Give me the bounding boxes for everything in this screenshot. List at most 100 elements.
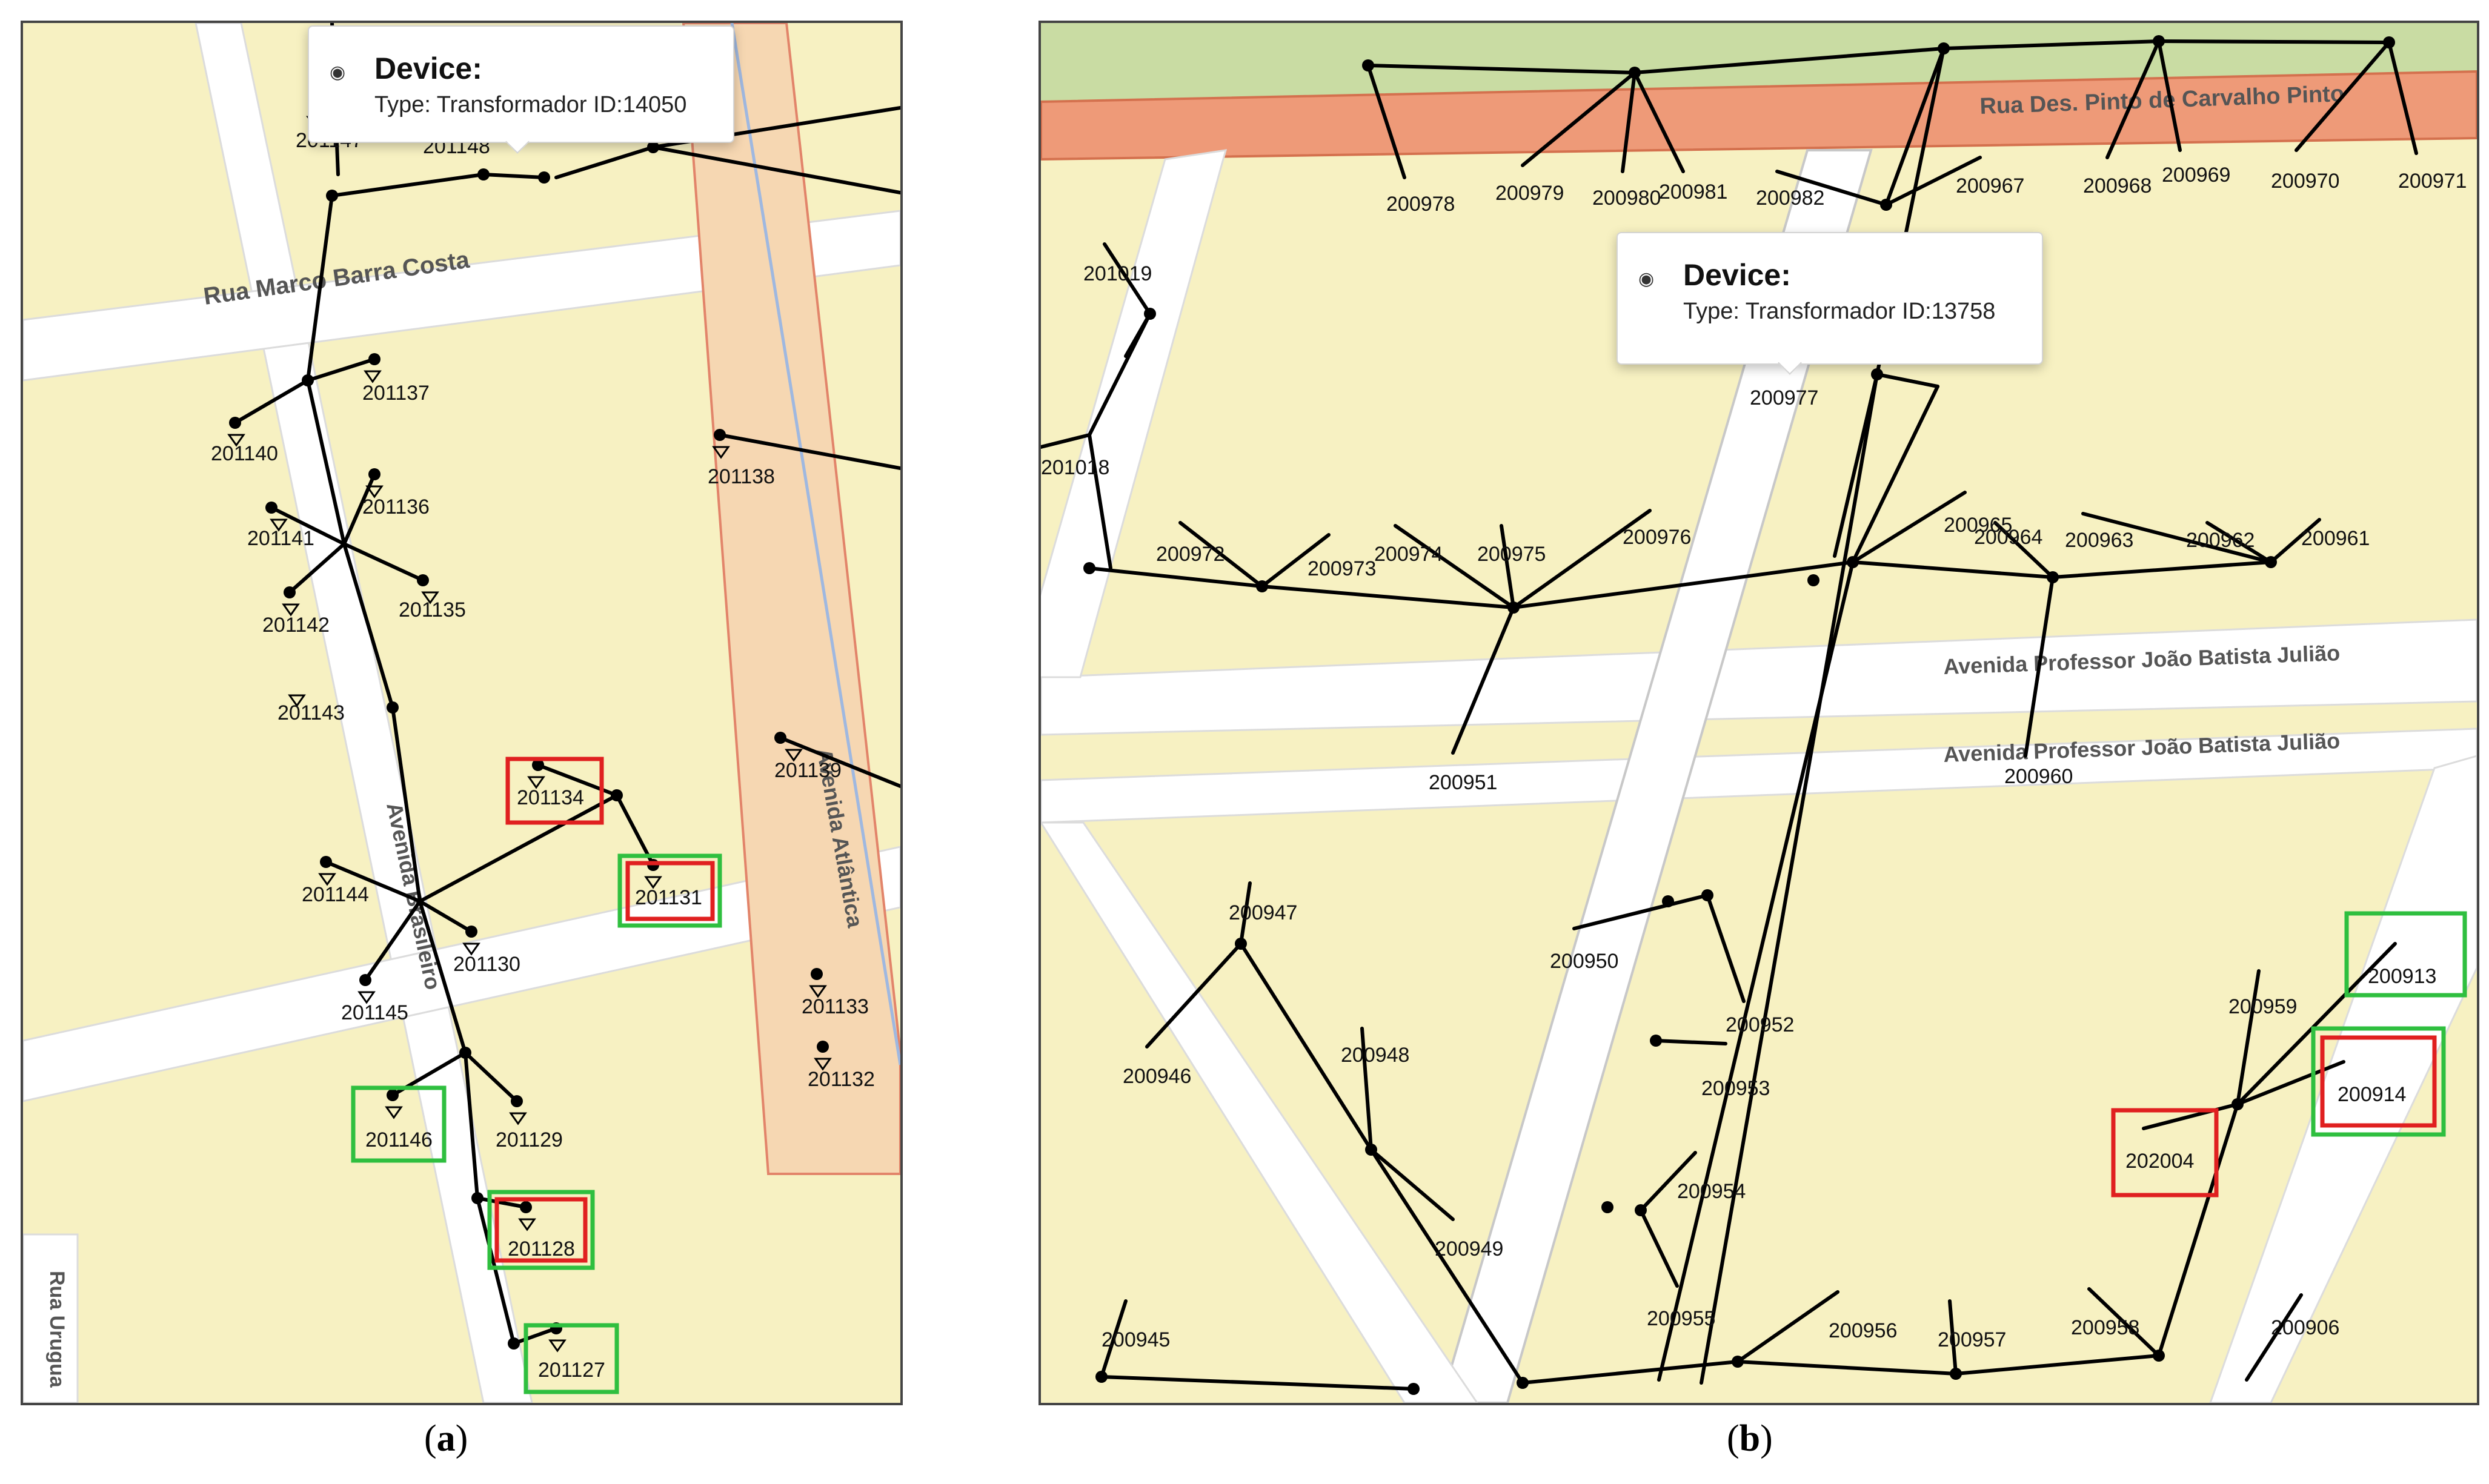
meter-label: 200956 [1829,1319,1897,1342]
meter-label: 200974 [1374,543,1443,566]
meter-label: 201131 [635,886,702,909]
eye-icon: ◉ [330,62,346,83]
highlight-box-green [2311,1026,2446,1137]
meter-label: 201134 [517,786,584,809]
map-canvas-a[interactable]: Rua Marco Barra Costa Avenida Atlântica … [23,23,900,1403]
meter-label: 200945 [1102,1328,1170,1351]
meter-label: 201128 [508,1237,575,1260]
meter-labels-b: 200978 200979 200980 200981 200982 20096… [1041,164,2467,1351]
eye-icon: ◉ [1638,268,1655,290]
meter-label: 201144 [302,883,369,906]
meter-label: 200950 [1550,950,1618,973]
avenue-upper [1041,618,2477,736]
meter-label: 200965 [1944,514,2012,537]
meter-label: 200962 [2186,529,2255,552]
meter-labels-a: 201147 201148 201137 201140 201136 20114… [211,129,875,1382]
highlight-box-red [625,861,715,921]
caption-a: (a) [424,1418,468,1459]
meter-label: 201141 [247,527,314,550]
network-lines-b [1041,39,2418,1391]
meter-label: 201133 [802,995,869,1018]
meter-label: 201142 [262,614,330,637]
meter-label: 200960 [2004,765,2073,788]
device-tooltip-b: ◉ Device: Type: Transformador ID:13758 [1617,232,2043,375]
tooltip-type: Type: Transformador ID:14050 [374,92,687,118]
meter-label: 200968 [2083,174,2152,197]
highlight-box-red [2320,1035,2437,1128]
meter-label: 200914 [2338,1083,2406,1106]
highlight-box-green [617,853,722,928]
meter-label: 200913 [2368,965,2436,988]
meter-label: 201137 [362,382,430,405]
meter-label: 200982 [1756,187,1824,210]
meter-label: 200959 [2228,995,2297,1018]
road-left-upper [1041,149,1228,678]
map-panel-a[interactable]: Rua Marco Barra Costa Avenida Atlântica … [21,21,903,1405]
highlight-box-green [2344,911,2467,998]
highlight-boxes-a [351,757,722,1394]
meter-label: 201019 [1083,262,1152,285]
avenida-atlantica-band [682,23,900,1175]
meter-label: 201136 [362,495,430,518]
meter-label: 200949 [1435,1237,1503,1260]
street-label-urugua: Rua Urugua [45,1271,68,1388]
caption-b: (b) [1727,1418,1773,1459]
highlight-box-red [505,757,604,825]
meter-label: 201132 [808,1068,875,1091]
road-left-lower [1041,821,1478,1403]
meter-label: 201129 [496,1128,563,1151]
meter-label: 201135 [399,598,466,621]
meter-label: 200979 [1495,182,1564,205]
meter-label: 200967 [1956,174,2024,197]
highlight-box-green [523,1323,619,1394]
meter-label: 201138 [708,465,775,488]
meter-label: 202004 [2125,1150,2194,1173]
tooltip-title: Device: [1683,258,1791,292]
meter-label: 200954 [1677,1180,1746,1203]
junction-dots-a [229,102,829,1350]
meter-label: 200946 [1123,1065,1191,1088]
meter-label: 200961 [2301,527,2370,550]
avenida-atlantica-median [730,23,900,1065]
meter-label: 200952 [1726,1013,1794,1036]
meter-label: 201145 [341,1001,408,1024]
meter-label: 200969 [2162,164,2230,187]
road-marco-barra [23,210,900,382]
meter-label: 200958 [2071,1316,2139,1339]
highlight-box-red [2111,1108,2219,1197]
highlight-boxes-b [2111,911,2467,1197]
caption-b-letter: b [1739,1418,1761,1459]
meter-label: 200977 [1750,386,1818,409]
meter-label: 200906 [2271,1316,2339,1339]
meter-label: 200973 [1308,557,1376,580]
road-right-lower [2209,755,2477,1403]
meter-label: 200964 [1974,526,2042,549]
highlight-box-green [351,1085,447,1163]
map-canvas-b[interactable]: Rua Des. Pinto de Carvalho Pinto Avenida… [1041,23,2477,1403]
meter-label: 200951 [1429,771,1497,794]
meter-label: 200972 [1156,543,1225,566]
meter-markers-a [227,116,832,1353]
avenue-lower [1041,727,2477,824]
meter-label: 201140 [211,442,278,465]
meter-label: 200963 [2065,529,2133,552]
road-left-strip [23,1233,79,1403]
meter-label: 200976 [1623,526,1691,549]
meter-label: 200955 [1647,1307,1715,1330]
meter-label: 201130 [453,953,520,976]
caption-a-letter: a [436,1418,456,1459]
device-tooltip-a: ◉ Device: Type: Transformador ID:14050 [308,25,734,154]
tooltip-title: Device: [374,51,482,85]
meter-label: 201146 [365,1128,433,1151]
meter-label: 200975 [1477,543,1546,566]
meter-label: 200980 [1592,187,1661,210]
junction-dots-b [1083,35,2395,1395]
tooltip-type: Type: Transformador ID:13758 [1683,299,1996,324]
meter-label: 200981 [1659,181,1727,204]
meter-label: 201143 [277,701,345,724]
map-panel-b[interactable]: Rua Des. Pinto de Carvalho Pinto Avenida… [1038,21,2479,1405]
meter-label: 200948 [1341,1044,1409,1067]
meter-label: 200953 [1701,1077,1770,1100]
meter-label: 200957 [1938,1328,2006,1351]
road-vertical-main [194,23,533,1403]
